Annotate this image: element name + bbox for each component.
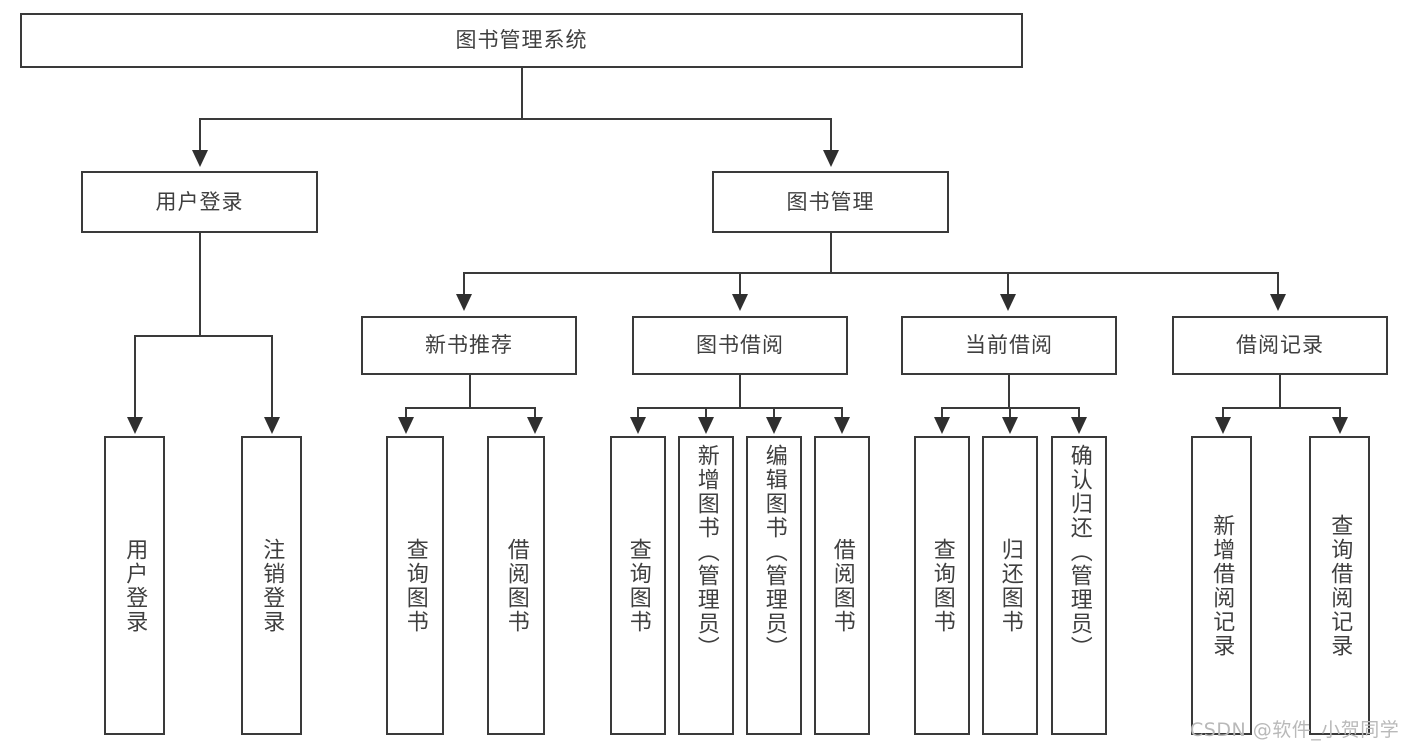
leaf-add-record-label: 新增借阅记录 — [1209, 513, 1235, 658]
connector-new-book-recommend-bar — [405, 407, 534, 409]
node-book-borrow[interactable]: 图书借阅 — [632, 316, 848, 375]
connector-nbr-branch-2 — [534, 407, 536, 419]
arrowhead-leaf-borrow-book-1 — [527, 417, 543, 434]
leaf-query-book-1[interactable]: 查询图书 — [386, 436, 444, 735]
arrowhead-leaf-confirm-return — [1071, 417, 1087, 434]
connector-user-login-branch-1 — [134, 335, 136, 419]
leaf-borrow-book-1-label: 借阅图书 — [503, 537, 529, 634]
node-new-book-recommend-label: 新书推荐 — [425, 333, 513, 358]
connector-book-management-trunk — [830, 233, 832, 273]
node-book-management[interactable]: 图书管理 — [712, 171, 949, 233]
leaf-edit-book-label: 编辑图书（管理员） — [761, 444, 787, 660]
leaf-edit-book[interactable]: 编辑图书（管理员） — [746, 436, 802, 735]
arrowhead-leaf-query-record — [1332, 417, 1348, 434]
node-borrow-record[interactable]: 借阅记录 — [1172, 316, 1388, 375]
connector-book-borrow-trunk — [739, 375, 741, 408]
connector-to-current-borrow — [1007, 272, 1009, 296]
connector-cb-branch-1 — [941, 407, 943, 419]
leaf-return-book[interactable]: 归还图书 — [982, 436, 1038, 735]
connector-br-branch-1 — [1222, 407, 1224, 419]
leaf-user-login-label: 用户登录 — [122, 537, 148, 634]
connector-bb-branch-4 — [841, 407, 843, 419]
connector-root-bar — [199, 118, 831, 120]
arrowhead-leaf-user-login — [127, 417, 143, 434]
node-new-book-recommend[interactable]: 新书推荐 — [361, 316, 577, 375]
node-book-management-label: 图书管理 — [786, 189, 875, 214]
node-root-label: 图书管理系统 — [455, 28, 588, 53]
leaf-user-logout-label: 注销登录 — [259, 537, 285, 634]
connector-to-book-borrow — [739, 272, 741, 296]
arrowhead-leaf-query-book-1 — [398, 417, 414, 434]
arrowhead-new-book-recommend — [456, 294, 472, 311]
leaf-return-book-label: 归还图书 — [997, 537, 1023, 634]
connector-cb-branch-2 — [1009, 407, 1011, 419]
node-current-borrow-label: 当前借阅 — [965, 333, 1053, 358]
leaf-add-book-label: 新增图书（管理员） — [693, 444, 719, 660]
connector-nbr-branch-1 — [405, 407, 407, 419]
arrowhead-borrow-record — [1270, 294, 1286, 311]
leaf-query-record[interactable]: 查询借阅记录 — [1309, 436, 1370, 735]
connector-bb-branch-1 — [637, 407, 639, 419]
leaf-query-record-label: 查询借阅记录 — [1327, 513, 1353, 658]
leaf-query-book-1-label: 查询图书 — [402, 537, 428, 634]
connector-new-book-recommend-trunk — [469, 375, 471, 408]
node-current-borrow[interactable]: 当前借阅 — [901, 316, 1117, 375]
leaf-confirm-return-label: 确认归还（管理员） — [1066, 444, 1092, 660]
arrowhead-leaf-query-book-3 — [934, 417, 950, 434]
connector-user-login-trunk — [199, 233, 201, 335]
leaf-query-book-3-label: 查询图书 — [929, 537, 955, 634]
arrowhead-user-login — [192, 150, 208, 167]
arrowhead-current-borrow — [1000, 294, 1016, 311]
leaf-query-book-2[interactable]: 查询图书 — [610, 436, 666, 735]
connector-book-borrow-bar — [637, 407, 841, 409]
connector-bb-branch-3 — [773, 407, 775, 419]
node-root[interactable]: 图书管理系统 — [20, 13, 1023, 68]
arrowhead-leaf-user-logout — [264, 417, 280, 434]
arrowhead-leaf-borrow-book-2 — [834, 417, 850, 434]
csdn-watermark: CSDN @软件_小贺同学 — [1190, 719, 1400, 741]
leaf-user-logout[interactable]: 注销登录 — [241, 436, 302, 735]
leaf-user-login[interactable]: 用户登录 — [104, 436, 165, 735]
leaf-borrow-book-1[interactable]: 借阅图书 — [487, 436, 545, 735]
connector-user-login-branch-2 — [271, 335, 273, 419]
connector-root-to-book-management — [830, 118, 832, 152]
leaf-confirm-return[interactable]: 确认归还（管理员） — [1051, 436, 1107, 735]
connector-book-management-bar — [463, 272, 1277, 274]
leaf-query-book-2-label: 查询图书 — [625, 537, 651, 634]
connector-current-borrow-trunk — [1008, 375, 1010, 408]
arrowhead-leaf-add-record — [1215, 417, 1231, 434]
arrowhead-leaf-return-book — [1002, 417, 1018, 434]
leaf-query-book-3[interactable]: 查询图书 — [914, 436, 970, 735]
connector-br-branch-2 — [1339, 407, 1341, 419]
connector-user-login-bar — [134, 335, 271, 337]
leaf-add-book[interactable]: 新增图书（管理员） — [678, 436, 734, 735]
node-user-login[interactable]: 用户登录 — [81, 171, 318, 233]
connector-bb-branch-2 — [705, 407, 707, 419]
node-user-login-label: 用户登录 — [155, 189, 244, 214]
arrowhead-book-management — [823, 150, 839, 167]
connector-borrow-record-trunk — [1279, 375, 1281, 408]
arrowhead-leaf-edit-book — [766, 417, 782, 434]
arrowhead-book-borrow — [732, 294, 748, 311]
leaf-borrow-book-2[interactable]: 借阅图书 — [814, 436, 870, 735]
leaf-borrow-book-2-label: 借阅图书 — [829, 537, 855, 634]
connector-root-trunk — [521, 68, 523, 119]
connector-to-new-book-recommend — [463, 272, 465, 296]
leaf-add-record[interactable]: 新增借阅记录 — [1191, 436, 1252, 735]
node-borrow-record-label: 借阅记录 — [1236, 333, 1324, 358]
connector-borrow-record-bar — [1222, 407, 1339, 409]
connector-root-to-user-login — [199, 118, 201, 152]
arrowhead-leaf-query-book-2 — [630, 417, 646, 434]
connector-to-borrow-record — [1277, 272, 1279, 296]
connector-cb-branch-3 — [1078, 407, 1080, 419]
node-book-borrow-label: 图书借阅 — [696, 333, 784, 358]
arrowhead-leaf-add-book — [698, 417, 714, 434]
